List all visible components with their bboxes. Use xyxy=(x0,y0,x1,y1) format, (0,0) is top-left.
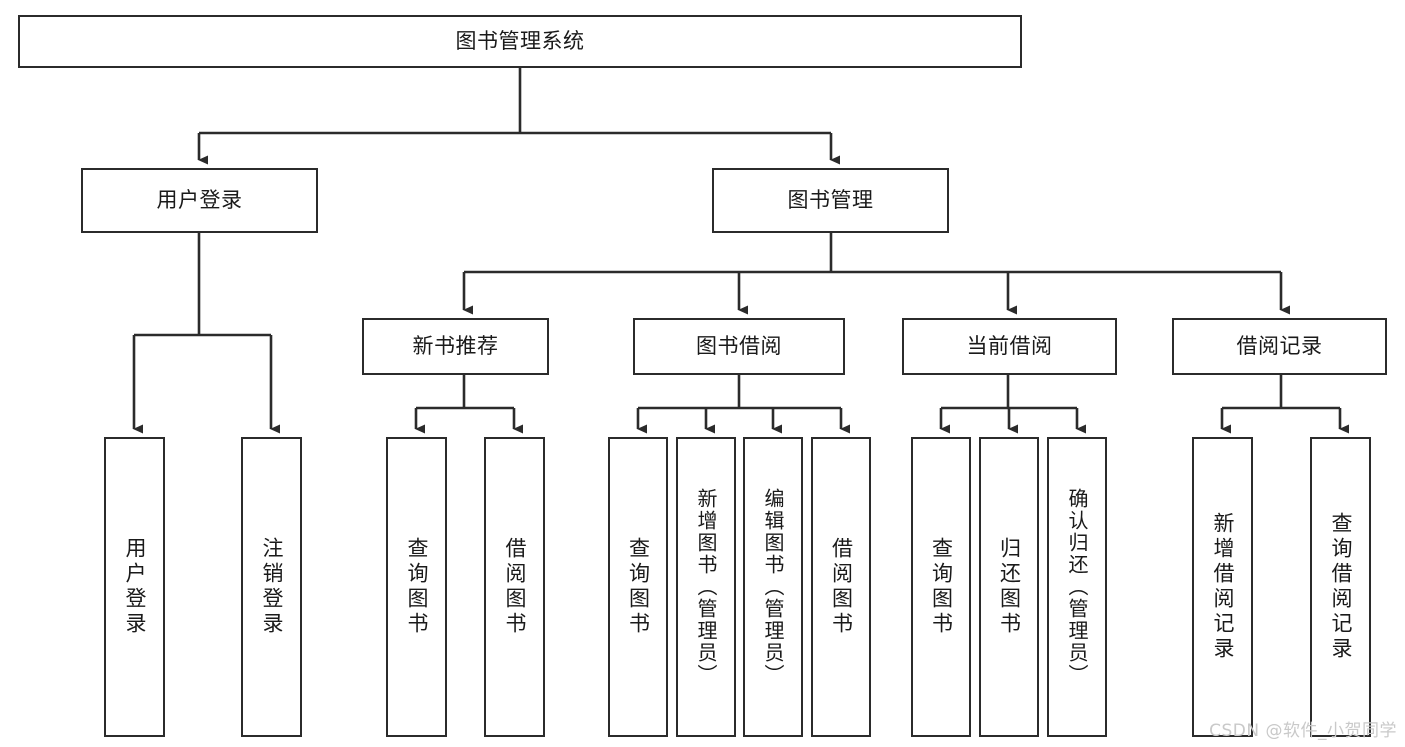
leaf-borrow-record-add[interactable]: 新增借阅记录 xyxy=(1192,437,1253,737)
node-label: 借阅图书 xyxy=(829,537,854,637)
node-label: 查询借阅记录 xyxy=(1329,512,1353,662)
node-borrow-record[interactable]: 借阅记录 xyxy=(1172,318,1387,375)
leaf-current-borrow-return[interactable]: 归还图书 xyxy=(979,437,1039,737)
node-label: 编辑图书（管理员） xyxy=(761,488,785,686)
node-label: 查询图书 xyxy=(626,537,651,637)
leaf-user-login-login[interactable]: 用户登录 xyxy=(104,437,165,737)
node-label: 借阅记录 xyxy=(1236,333,1323,358)
node-label: 借阅图书 xyxy=(503,537,527,637)
leaf-book-borrow-borrow[interactable]: 借阅图书 xyxy=(811,437,871,737)
leaf-book-borrow-query[interactable]: 查询图书 xyxy=(608,437,668,737)
node-label: 注销登录 xyxy=(260,537,284,637)
node-book-management-system[interactable]: 图书管理系统 xyxy=(18,15,1022,68)
leaf-borrow-record-query[interactable]: 查询借阅记录 xyxy=(1310,437,1371,737)
leaf-user-login-logout[interactable]: 注销登录 xyxy=(241,437,302,737)
node-label: 图书借阅 xyxy=(696,333,782,358)
leaf-current-borrow-query[interactable]: 查询图书 xyxy=(911,437,971,737)
node-label: 当前借阅 xyxy=(966,333,1053,358)
node-book-management[interactable]: 图书管理 xyxy=(712,168,949,233)
node-label: 新增借阅记录 xyxy=(1211,512,1235,662)
node-label: 图书管理系统 xyxy=(455,28,585,53)
node-label: 查询图书 xyxy=(929,537,954,637)
node-label: 用户登录 xyxy=(123,537,147,637)
node-book-borrow[interactable]: 图书借阅 xyxy=(633,318,845,375)
node-label: 图书管理 xyxy=(787,187,874,212)
node-label: 查询图书 xyxy=(405,537,429,637)
node-user-login[interactable]: 用户登录 xyxy=(81,168,318,233)
node-label: 新增图书（管理员） xyxy=(694,488,718,686)
watermark-text: CSDN @软件_小贺同学 xyxy=(1209,721,1397,741)
leaf-current-borrow-confirm-return[interactable]: 确认归还（管理员） xyxy=(1047,437,1107,737)
node-label: 新书推荐 xyxy=(412,333,499,358)
leaf-new-book-borrow[interactable]: 借阅图书 xyxy=(484,437,545,737)
leaf-book-borrow-edit[interactable]: 编辑图书（管理员） xyxy=(743,437,803,737)
node-new-book-recommend[interactable]: 新书推荐 xyxy=(362,318,549,375)
node-label: 归还图书 xyxy=(997,537,1022,637)
leaf-new-book-query[interactable]: 查询图书 xyxy=(386,437,447,737)
node-current-borrow[interactable]: 当前借阅 xyxy=(902,318,1117,375)
leaf-book-borrow-add[interactable]: 新增图书（管理员） xyxy=(676,437,736,737)
node-label: 确认归还（管理员） xyxy=(1065,488,1089,686)
node-label: 用户登录 xyxy=(156,187,243,212)
